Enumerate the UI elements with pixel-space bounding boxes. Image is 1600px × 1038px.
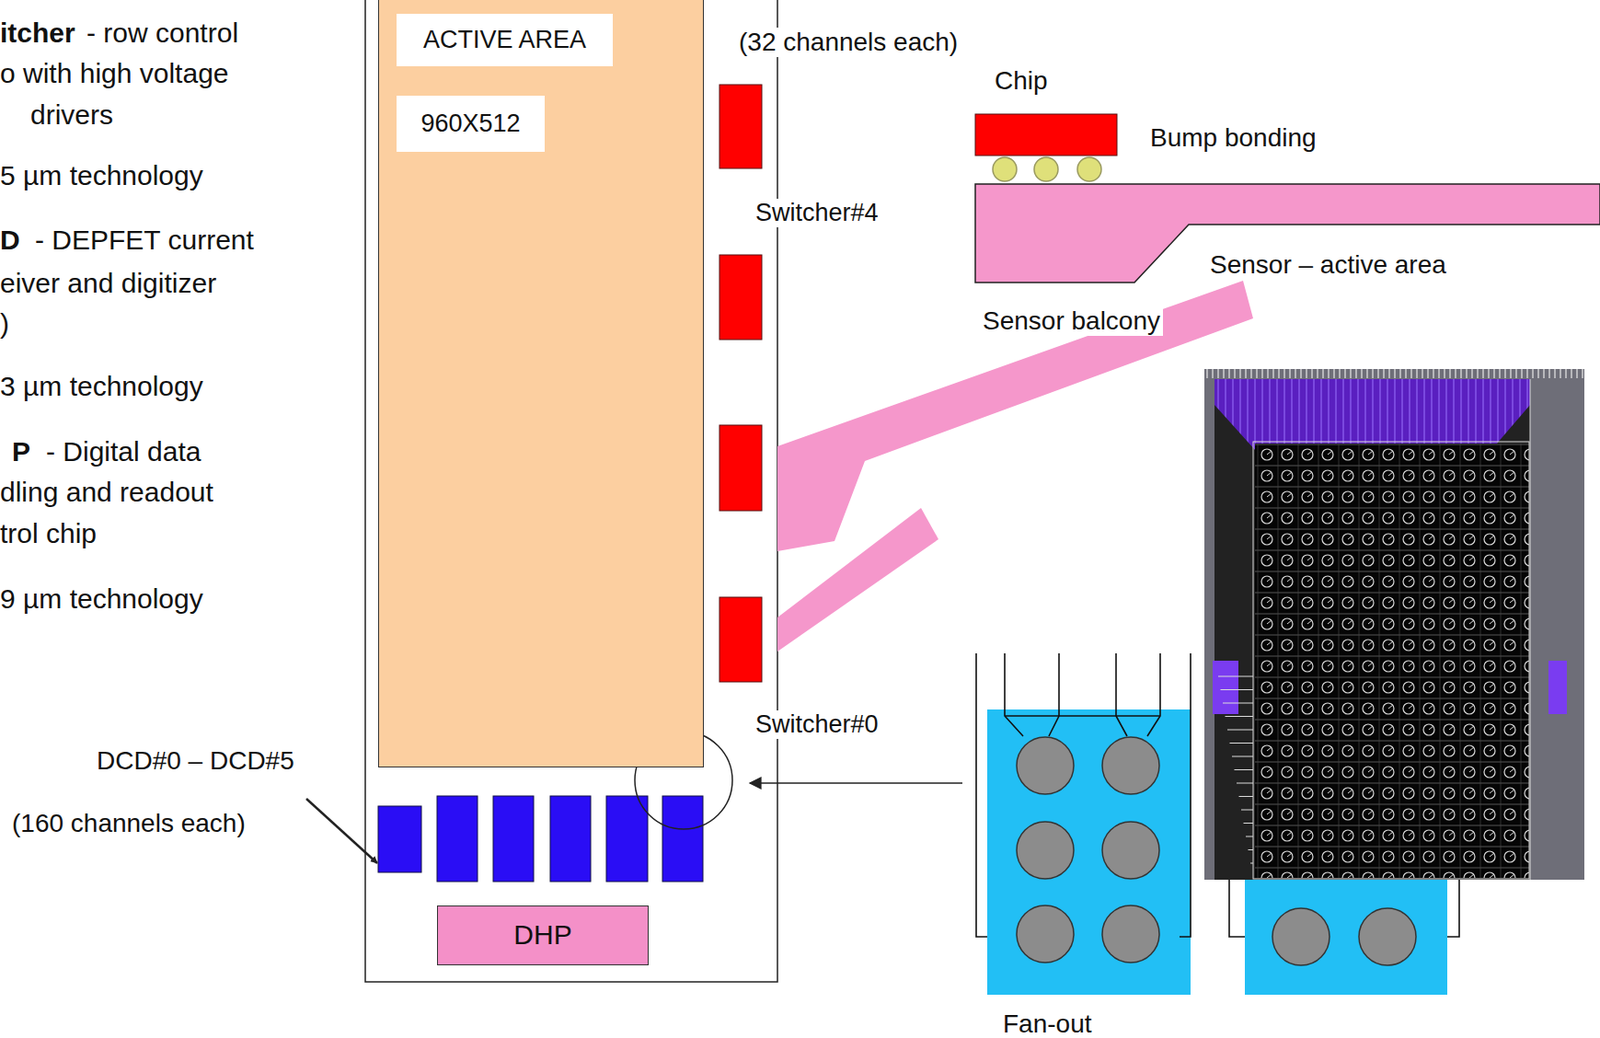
channel-count: (160 channels each) <box>11 808 246 839</box>
part-name: Sensor – active area <box>1207 250 1450 280</box>
technology-note: 9 µm technology <box>0 583 204 616</box>
chip-description: eiver and digitizer <box>0 267 217 300</box>
sensor-profile <box>975 184 1600 283</box>
chip-description: - DEPFET current <box>34 224 254 257</box>
chip-description: ) <box>0 308 10 341</box>
part-name: Fan-out <box>1002 1009 1093 1038</box>
pixel-array-layout <box>1204 368 1585 880</box>
module-outline <box>365 0 778 982</box>
chip-description: - row control <box>86 17 239 50</box>
chip-name: D <box>0 224 21 257</box>
zoom-arrow <box>749 782 963 784</box>
dcd-arrow <box>306 798 378 864</box>
bump-balls <box>992 157 1102 182</box>
part-name: Chip <box>994 66 1048 96</box>
technology-note: 5 µm technology <box>0 160 204 193</box>
balcony-band <box>777 507 939 652</box>
switcher-index: Switcher#4 <box>752 198 882 228</box>
chip-description: - Digital data <box>46 436 201 469</box>
chip-description: o with high voltage <box>0 57 230 91</box>
chip-name: DHP <box>437 906 648 965</box>
part-name: Sensor balcony <box>979 306 1163 336</box>
dcd-chips <box>378 795 703 882</box>
fan-out-pads <box>976 653 1460 995</box>
switcher-index: Switcher#0 <box>752 710 882 739</box>
area-label: ACTIVE AREA <box>396 13 613 67</box>
chip-symbol <box>975 114 1117 156</box>
pixel-count: 960X512 <box>396 95 545 152</box>
part-name: Bump bonding <box>1150 123 1317 153</box>
chip-description: trol chip <box>0 517 97 551</box>
chip-name: P <box>11 436 31 469</box>
active-area: ACTIVE AREA 960X512 <box>378 0 704 768</box>
dcd-range: DCD#0 – DCD#5 <box>96 746 295 776</box>
switcher-chips <box>719 84 762 682</box>
dhp-chip: DHP <box>437 905 649 966</box>
channel-count: (32 channels each) <box>736 27 961 58</box>
technology-note: 3 µm technology <box>0 370 204 403</box>
chip-description: drivers <box>30 99 114 132</box>
chip-name: itcher <box>0 17 76 50</box>
sensor-band <box>777 280 1254 552</box>
chip-description: dling and readout <box>0 476 214 509</box>
